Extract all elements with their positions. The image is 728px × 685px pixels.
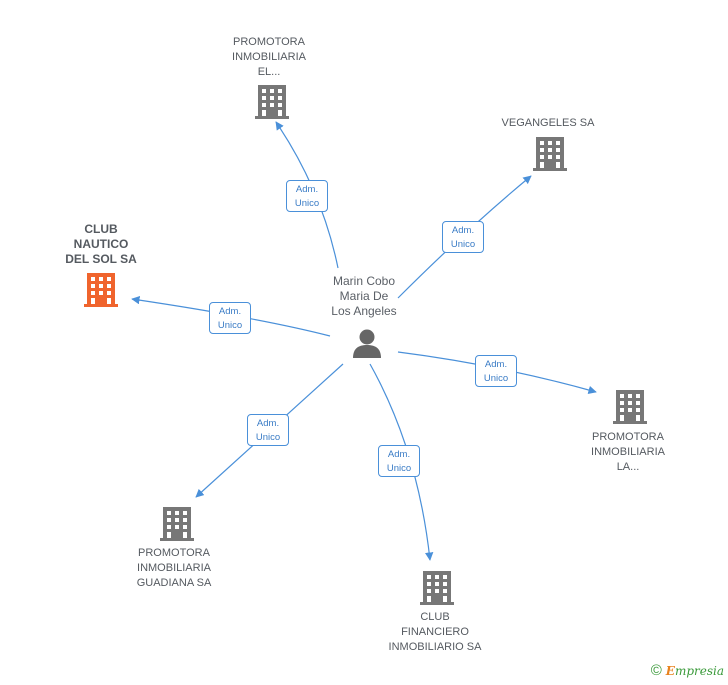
person-icon[interactable] bbox=[351, 328, 383, 358]
building-icon[interactable] bbox=[255, 83, 289, 119]
role-badge[interactable]: Adm. Unico bbox=[286, 180, 328, 212]
role-line2: Unico bbox=[483, 373, 509, 384]
person-name[interactable]: Marin Cobo Maria De Los Angeles bbox=[331, 274, 397, 318]
role-line1: Adm. bbox=[484, 359, 508, 370]
company-name[interactable]: VEGANGELES SA bbox=[501, 117, 595, 129]
company-name[interactable]: PROMOTORA INMOBILIARIA EL... bbox=[232, 36, 306, 78]
footer-brand[interactable]: © Empresia bbox=[651, 662, 724, 679]
building-icon[interactable] bbox=[533, 135, 567, 171]
role-line2: Unico bbox=[294, 198, 320, 209]
company-name[interactable]: PROMOTORA INMOBILIARIA GUADIANA SA bbox=[136, 547, 212, 589]
building-icon[interactable] bbox=[420, 569, 454, 605]
company-name[interactable]: PROMOTORA INMOBILIARIA LA... bbox=[591, 431, 665, 473]
role-line2: Unico bbox=[386, 463, 412, 474]
role-badge[interactable]: Adm. Unico bbox=[247, 414, 289, 446]
brand-initial: E bbox=[665, 663, 675, 678]
building-icon[interactable] bbox=[160, 505, 194, 541]
role-line1: Adm. bbox=[387, 449, 411, 460]
role-badge[interactable]: Adm. Unico bbox=[475, 355, 517, 387]
role-badge[interactable]: Adm. Unico bbox=[209, 302, 251, 334]
brand-name: mpresia bbox=[674, 663, 724, 678]
role-line2: Unico bbox=[450, 239, 476, 250]
role-line1: Adm. bbox=[451, 225, 475, 236]
company-name[interactable]: CLUB FINANCIERO INMOBILIARIO SA bbox=[388, 611, 482, 653]
company-name[interactable]: CLUB NAUTICO DEL SOL SA bbox=[65, 222, 137, 266]
role-badge[interactable]: Adm. Unico bbox=[442, 221, 484, 253]
brand-logo[interactable]: Empresia bbox=[666, 664, 724, 678]
role-line2: Unico bbox=[217, 320, 243, 331]
building-icon[interactable] bbox=[613, 388, 647, 424]
role-badge[interactable]: Adm. Unico bbox=[378, 445, 420, 477]
role-line2: Unico bbox=[255, 432, 281, 443]
role-line1: Adm. bbox=[256, 418, 280, 429]
role-line1: Adm. bbox=[218, 306, 242, 317]
copyright-icon: © bbox=[650, 662, 662, 679]
building-icon[interactable] bbox=[84, 271, 118, 307]
role-line1: Adm. bbox=[295, 184, 319, 195]
